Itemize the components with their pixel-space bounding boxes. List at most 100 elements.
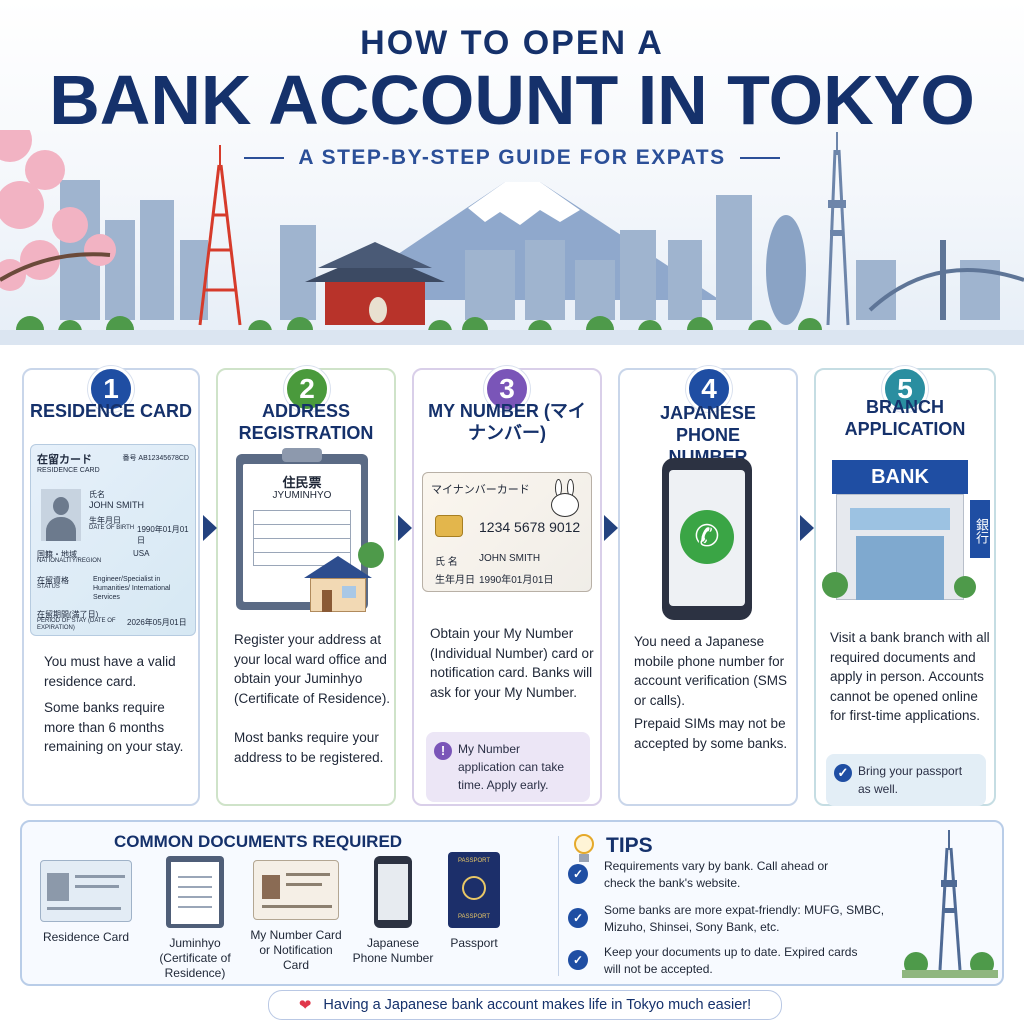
title-top: HOW TO OPEN A: [360, 24, 664, 62]
step-card-5: 5 BRANCH APPLICATION BANK 銀行 Visit a ban…: [814, 366, 996, 806]
residence-card-dob-jp: 生年月日: [89, 516, 121, 525]
residence-card-status-en: STATUS: [37, 584, 60, 590]
tip-item-3: ✓ Keep your documents up to date. Expire…: [568, 944, 858, 978]
my-number-card-dob-jp: 生年月日: [435, 575, 475, 586]
document-item-passport: PASSPORT PASSPORT Passport: [442, 852, 506, 951]
phone-icon: [374, 856, 412, 928]
rabbit-mascot-icon: [549, 479, 581, 519]
subtitle-rule-right: [739, 157, 780, 159]
residence-card-name: JOHN SMITH: [89, 500, 144, 510]
tip-item-1: ✓ Requirements vary by bank. Call ahead …: [568, 858, 858, 892]
tokyo-skytree-illustration: [902, 830, 998, 978]
step-title-2: ADDRESS REGISTRATION: [238, 401, 374, 443]
step-number-1: 1: [88, 366, 134, 412]
footer-banner: ❤ Having a Japanese bank account makes l…: [268, 990, 782, 1020]
document-item-phone: Japanese Phone Number: [352, 856, 434, 966]
passport-cover-bottom: PASSPORT: [457, 914, 491, 920]
my-number-card-title: マイナンバーカード: [431, 484, 530, 496]
residence-card-nationality-value: USA: [133, 549, 150, 558]
documents-title: COMMON DOCUMENTS REQUIRED: [114, 832, 403, 851]
document-item-my-number-card: My Number Card or Notification Card: [250, 856, 342, 973]
alert-icon: !: [434, 742, 452, 760]
footer-text: Having a Japanese bank account makes lif…: [323, 997, 752, 1013]
my-number-card-image: マイナンバーカード 1234 5678 9012 氏 名 JOHN SMITH …: [422, 472, 592, 592]
tip-text: Requirements vary by bank. Call ahead or…: [604, 859, 829, 890]
document-label: Residence Card: [42, 930, 130, 944]
document-label: My Number Card or Notification Card: [250, 928, 342, 972]
header: HOW TO OPEN A BANK ACCOUNT IN TOKYO A ST…: [0, 0, 1024, 345]
my-number-card-name-jp: 氏 名: [435, 557, 458, 568]
residence-card-header-en: RESIDENCE CARD: [37, 467, 100, 474]
my-number-card-icon: [253, 860, 339, 920]
residence-card-icon: [40, 860, 132, 922]
residence-card-header-jp: 在留カード: [37, 454, 92, 466]
step-number-5: 5: [882, 366, 928, 412]
residence-card-nationality-en: NATIONALITY/REGION: [37, 558, 102, 564]
residence-card-expiry-jp: 在留期間(満了日): [37, 610, 99, 619]
juminhyo-clipboard-icon: 住民票 JYUMINHYO: [236, 448, 368, 610]
tip-text: Keep your documents up to date. Expired …: [604, 945, 858, 976]
check-icon: ✓: [568, 864, 588, 884]
steps-section: 1 RESIDENCE CARD 在留カード 番号 AB12345678CD R…: [0, 340, 1024, 810]
residence-card-expiry-value: 2026年05月01日: [127, 618, 187, 627]
tokyo-skyline-illustration: [0, 130, 1024, 345]
residence-card-expiry-en: PERIOD OF STAY (DATE OF EXPIRATION): [37, 618, 116, 631]
step-title-1: RESIDENCE CARD: [29, 401, 193, 421]
smartphone-icon: ✆: [662, 458, 752, 620]
person-photo-icon: [41, 489, 81, 541]
step-1-text-2: Some banks require more than 6 months re…: [44, 700, 184, 754]
step-5-note: ✓ Bring your passport as well.: [826, 754, 986, 806]
residence-card-dob-value: 1990年01月01日: [137, 525, 189, 545]
check-icon: ✓: [834, 764, 852, 782]
step-card-1: 1 RESIDENCE CARD 在留カード 番号 AB12345678CD R…: [22, 366, 200, 806]
step-card-3: 3 MY NUMBER (マイナンバー) マイナンバーカード 1234 5678…: [412, 366, 602, 806]
step-2-text-2: Most banks require your address to be re…: [234, 730, 384, 765]
my-number-card-dob-value: 1990年01月01日: [479, 575, 554, 586]
house-icon: [302, 542, 384, 616]
arrow-right-icon: [398, 515, 412, 541]
lightbulb-icon: [570, 830, 598, 864]
check-icon: ✓: [568, 950, 588, 970]
step-1-text-1: You must have a valid residence card.: [44, 654, 176, 689]
residence-card-status-jp: 在留資格: [37, 576, 69, 585]
passport-icon: PASSPORT PASSPORT: [448, 852, 500, 928]
bank-sign: BANK: [832, 460, 968, 494]
step-card-2: 2 ADDRESS REGISTRATION 住民票 JYUMINHYO Reg…: [216, 366, 396, 806]
tip-text: Some banks are more expat-friendly: MUFG…: [604, 903, 885, 934]
bank-building-icon: BANK 銀行: [822, 460, 990, 610]
step-title-5: BRANCH APPLICATION: [844, 397, 966, 439]
step-number-4: 4: [686, 366, 732, 412]
tip-item-2: ✓ Some banks are more expat-friendly: MU…: [568, 902, 898, 936]
step-title-3: MY NUMBER (マイナンバー): [428, 401, 586, 443]
juminhyo-title-en: JYUMINHYO: [272, 490, 332, 501]
residence-card-number: 番号 AB12345678CD: [122, 455, 189, 462]
step-3-note: ! My Number application can take time. A…: [426, 732, 590, 802]
residence-card-name-jp: 氏名: [89, 490, 105, 499]
arrow-right-icon: [800, 515, 814, 541]
bank-side-sign: 銀行: [970, 500, 990, 558]
subtitle: A STEP-BY-STEP GUIDE FOR EXPATS: [298, 146, 726, 169]
step-number-3: 3: [484, 366, 530, 412]
step-card-4: 4 JAPANESE PHONE NUMBER ✆ You need a Jap…: [618, 366, 798, 806]
arrow-right-icon: [203, 515, 217, 541]
my-number-card-name: JOHN SMITH: [479, 553, 541, 564]
juminhyo-title-jp: 住民票: [282, 475, 322, 490]
document-label: Juminhyo (Certificate of Residence): [159, 936, 231, 980]
document-label: Japanese Phone Number: [352, 936, 434, 965]
step-4-text-1: You need a Japanese mobile phone number …: [634, 634, 788, 708]
documents-and-tips-panel: COMMON DOCUMENTS REQUIRED Residence Card…: [20, 820, 1004, 986]
phone-call-icon: ✆: [680, 510, 734, 564]
subtitle-rule-left: [244, 157, 285, 159]
passport-cover-top: PASSPORT: [457, 858, 491, 864]
subtitle-row: A STEP-BY-STEP GUIDE FOR EXPATS: [0, 146, 1024, 170]
step-number-2: 2: [284, 366, 330, 412]
heart-icon: ❤: [298, 997, 312, 1014]
document-label: Passport: [450, 936, 498, 950]
step-2-text-1: Register your address at your local ward…: [234, 632, 391, 706]
chip-icon: [435, 515, 463, 537]
check-icon: ✓: [568, 908, 588, 928]
step-3-text-1: Obtain your My Number (Individual Number…: [430, 626, 594, 700]
title-main: BANK ACCOUNT IN TOKYO: [49, 61, 975, 139]
residence-card-dob-en: DATE OF BIRTH: [89, 525, 135, 531]
step-3-note-text: My Number application can take time. App…: [458, 742, 565, 792]
